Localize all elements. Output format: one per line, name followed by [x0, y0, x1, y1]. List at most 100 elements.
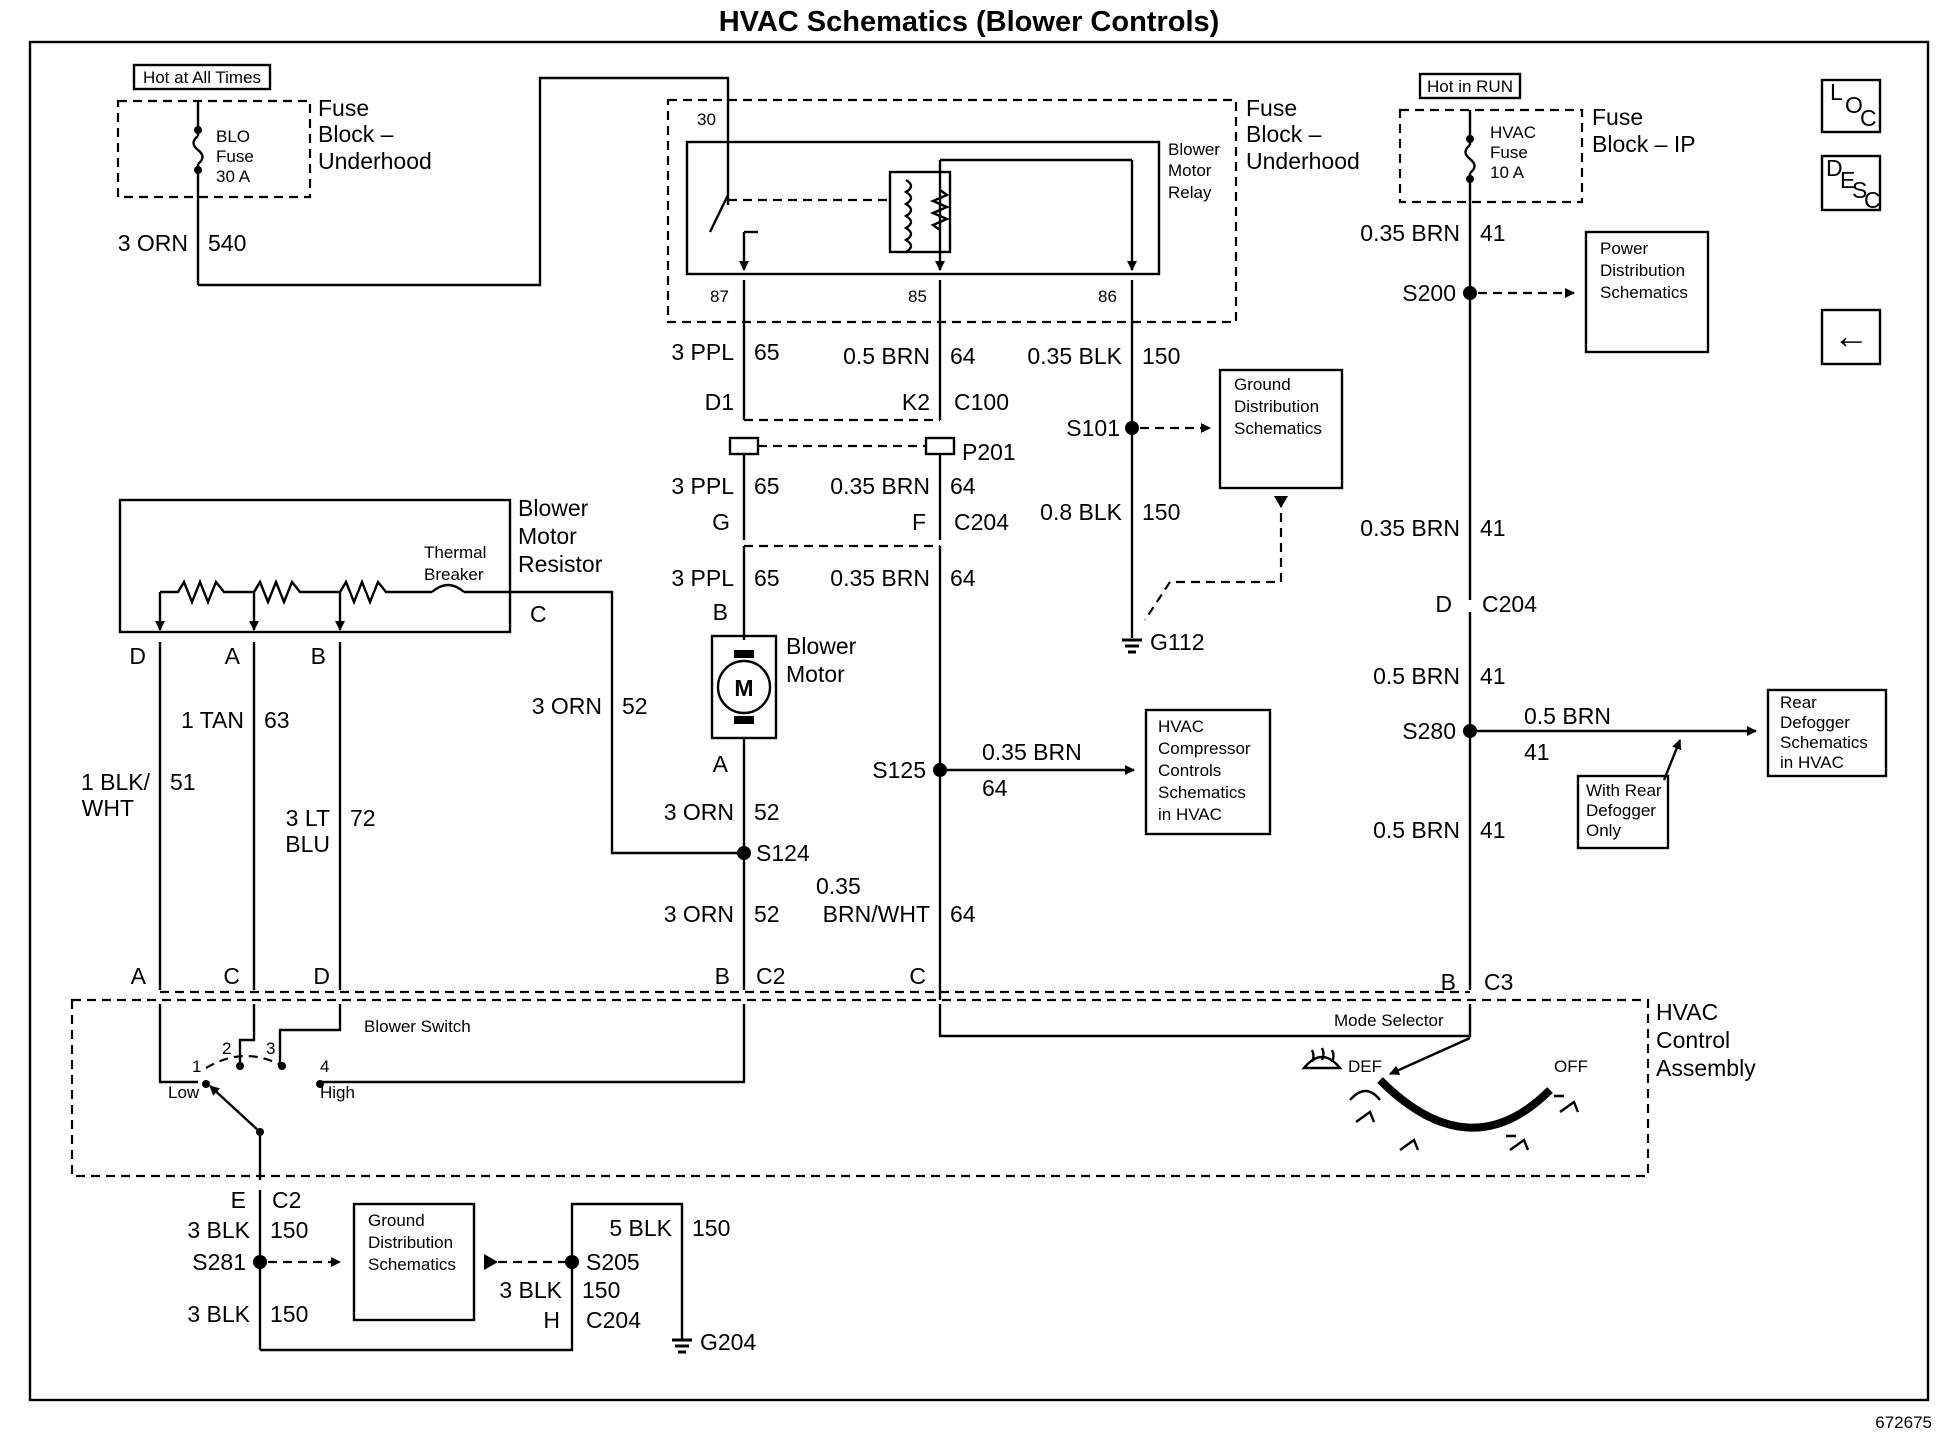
compressor-ref-5: in HVAC: [1158, 805, 1222, 824]
ground-dist-ref-bottom[interactable]: [352, 1202, 476, 1322]
connector-c204b: C204: [1482, 591, 1537, 617]
splice-s280: S280: [1402, 718, 1456, 744]
switch-pos-2: 2: [222, 1039, 231, 1058]
wire-72-color-1: 3 LT: [286, 805, 330, 831]
switch-pos-4: 4: [320, 1057, 329, 1076]
hvac-assembly-name-2: Control: [1656, 1027, 1730, 1053]
connector-c204c: C204: [586, 1307, 641, 1333]
relay-name-2: Motor: [1168, 161, 1212, 180]
left-fuse-block-name-3: Underhood: [318, 148, 432, 174]
splice-s200: S200: [1402, 280, 1456, 306]
blower-switch-label: Blower Switch: [364, 1017, 471, 1036]
compressor-ref[interactable]: [1144, 708, 1272, 836]
wire-65a-color: 3 PPL: [671, 339, 734, 365]
motor-pin-a: A: [713, 751, 729, 777]
splice-s281: S281: [192, 1249, 246, 1275]
connector-p201-left: [728, 436, 760, 456]
relay-pin-87: 87: [710, 287, 729, 306]
ground-dist-top-2: Distribution: [1234, 397, 1319, 416]
back-arrow-icon: ←: [1833, 315, 1869, 356]
center-fuse-block: [666, 98, 1238, 324]
desc-icon-d: D: [1826, 155, 1843, 181]
panel-vent-icon: [1554, 1094, 1580, 1113]
loc-button[interactable]: L O C: [1820, 78, 1882, 134]
wire-65c-circuit: 65: [754, 565, 780, 591]
splice-s124-dot: [737, 846, 751, 860]
connector-p201: P201: [962, 439, 1016, 465]
power-dist-2: Distribution: [1600, 261, 1685, 280]
splice-s280-dot: [1463, 724, 1477, 738]
desc-button[interactable]: D E S C: [1820, 154, 1882, 213]
rear-defogger-ref[interactable]: [1766, 688, 1888, 778]
hvac-assembly-name-1: HVAC: [1656, 999, 1718, 1025]
wire-64a-color: 0.5 BRN: [843, 343, 930, 369]
relay-pin-85: 85: [908, 287, 927, 306]
splice-s101: S101: [1066, 415, 1120, 441]
rear-defogger-4: in HVAC: [1780, 753, 1844, 772]
resistor-name-3: Resistor: [518, 551, 603, 577]
right-fuse-block-name-1: Fuse: [1592, 104, 1643, 130]
wire-150f-color: 3 BLK: [499, 1277, 562, 1303]
hvac-fuse-label-2: Fuse: [1490, 143, 1528, 162]
splice-s101-dot: [1125, 421, 1139, 435]
connector-ls-a: A: [131, 963, 147, 989]
connector-ls-c: C: [223, 963, 240, 989]
rear-defogger-3: Schematics: [1780, 733, 1868, 752]
wire-150b-color: 0.8 BLK: [1040, 499, 1122, 525]
connector-d-c204: D: [1435, 591, 1452, 617]
motor-name-1: Blower: [786, 633, 857, 659]
wire-64e-line2: BRN/WHT: [823, 901, 930, 927]
connector-c-c: C: [909, 963, 926, 989]
center-fuse-block-name-1: Fuse: [1246, 95, 1297, 121]
blo-fuse-label-2: Fuse: [216, 147, 254, 166]
hvac-fuse-label-3: 10 A: [1490, 163, 1525, 182]
wire-64c-color: 0.35 BRN: [830, 565, 930, 591]
connector-e: E: [231, 1187, 246, 1213]
switch-pos-3: 3: [266, 1039, 275, 1058]
wire-41e-circuit: 41: [1480, 817, 1506, 843]
connector-ls-d: D: [313, 963, 330, 989]
diagram-frame: [28, 40, 1930, 1402]
wire-52a-color: 3 ORN: [664, 799, 734, 825]
hot-in-run-label: Hot in RUN: [1427, 77, 1513, 96]
wire-52b-circuit: 52: [622, 693, 648, 719]
wire-64b-color: 0.35 BRN: [830, 473, 930, 499]
wire-64d-circuit: 64: [982, 775, 1008, 801]
connector-c3: C3: [1484, 969, 1513, 995]
hot-in-run-label-box: [1418, 72, 1522, 100]
wire-150d-circuit: 150: [270, 1301, 308, 1327]
splice-s205: S205: [586, 1249, 640, 1275]
ground-g204: G204: [700, 1329, 756, 1355]
blower-motor-relay: [685, 140, 1161, 276]
wire-64b-circuit: 64: [950, 473, 976, 499]
connector-c2b: C2: [272, 1187, 301, 1213]
thermal-breaker-2: Breaker: [424, 565, 484, 584]
right-fuse-block: [1398, 108, 1584, 204]
blo-fuse-label-3: 30 A: [216, 167, 251, 186]
rear-defogger-note-1: With Rear: [1586, 781, 1662, 800]
wire-150a-circuit: 150: [1142, 343, 1180, 369]
mode-def-label: DEF: [1348, 1057, 1382, 1076]
floor-vent-icon: [1399, 1138, 1420, 1151]
blo-fuse-symbol: [192, 135, 204, 165]
wire-150d-color: 3 BLK: [187, 1301, 250, 1327]
thermal-breaker-1: Thermal: [424, 543, 486, 562]
relay-name-3: Relay: [1168, 183, 1212, 202]
wire-41a-circuit: 41: [1480, 220, 1506, 246]
ground-dist-ref-top[interactable]: [1218, 368, 1344, 490]
ground-dist-bottom-3: Schematics: [368, 1255, 456, 1274]
wire-41c-color: 0.5 BRN: [1373, 663, 1460, 689]
wire-150e-color: 5 BLK: [609, 1215, 672, 1241]
resistor-pin-b: B: [311, 643, 326, 669]
power-dist-3: Schematics: [1600, 283, 1688, 302]
defrost-icon: [1301, 1047, 1343, 1070]
left-fuse-block: [116, 99, 312, 199]
connector-c204a: C204: [954, 509, 1009, 535]
power-dist-ref[interactable]: [1584, 230, 1710, 354]
rear-defogger-note-3: Only: [1586, 821, 1621, 840]
ground-g112: G112: [1150, 629, 1205, 655]
back-button[interactable]: ←: [1820, 308, 1882, 366]
connector-f: F: [912, 509, 926, 535]
switch-low: Low: [168, 1083, 200, 1102]
connector-c2a: C2: [756, 963, 785, 989]
